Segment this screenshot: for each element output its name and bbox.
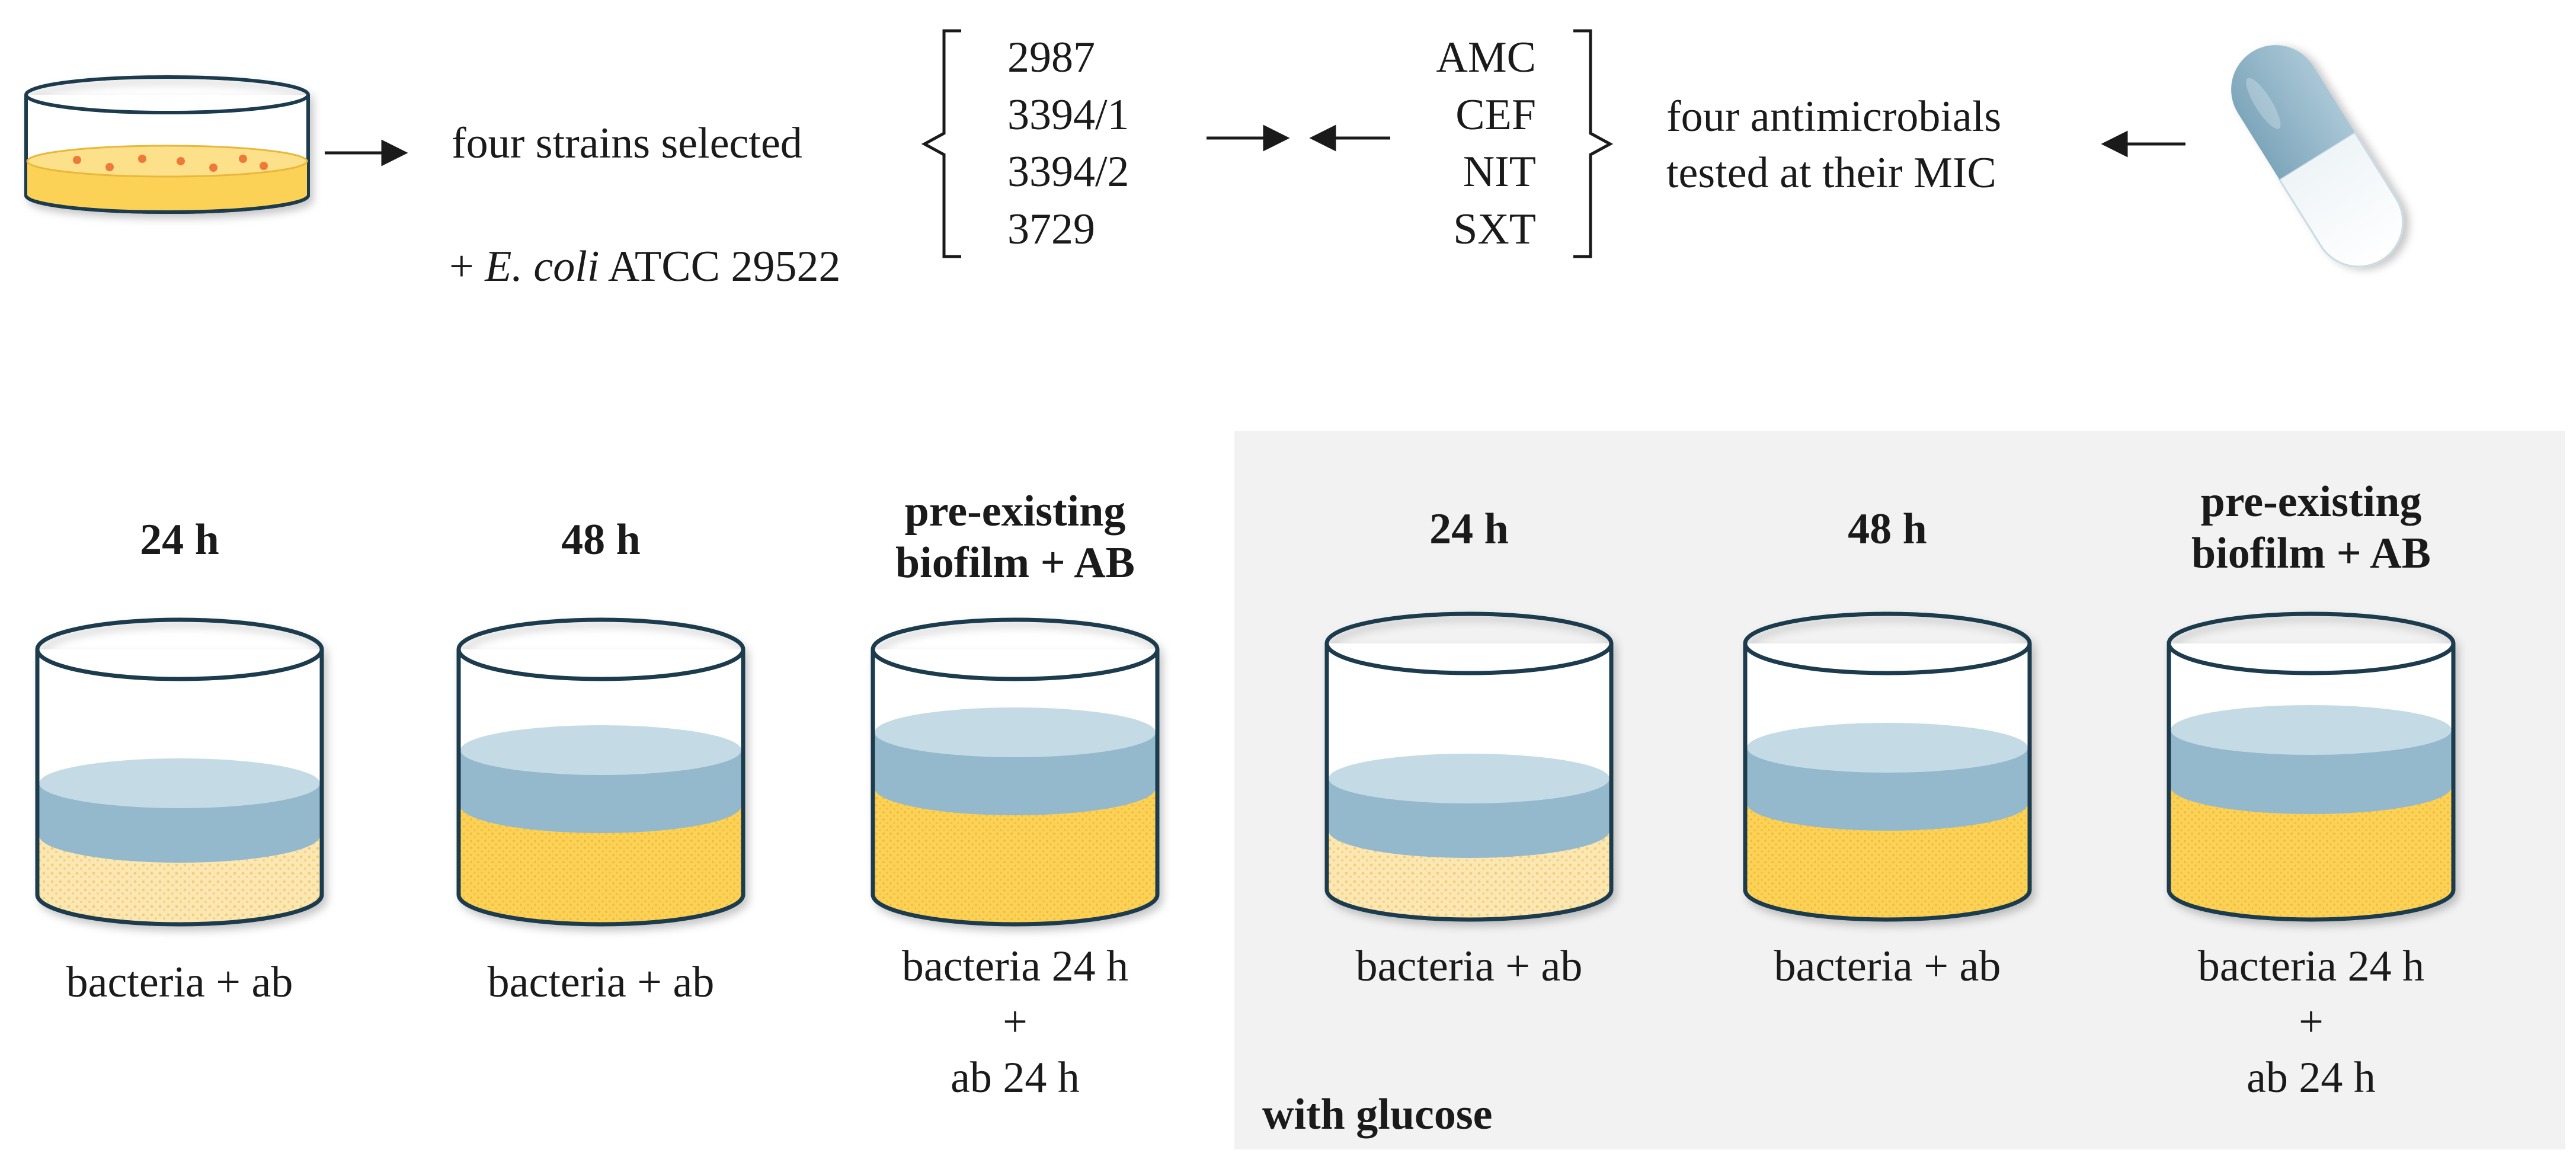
with-glucose-label: with glucose — [1262, 1090, 1493, 1139]
strains-bracket — [921, 29, 961, 258]
petri-dish-icon — [24, 75, 310, 214]
control-species: E. coli — [485, 242, 600, 291]
condition-title-line: 24 h — [140, 515, 219, 564]
antimicrobial-0: AMC — [1436, 33, 1536, 82]
antimicrobials-label-line-2: tested at their MIC — [1666, 149, 1996, 197]
strain-1: 3394/1 — [1007, 91, 1129, 139]
strain-2: 3394/2 — [1007, 148, 1129, 196]
condition-title-line: 48 h — [561, 515, 641, 564]
condition-title-line: 48 h — [1848, 505, 1927, 553]
control-suffix: ATCC 29522 — [599, 242, 841, 291]
beaker-1 — [35, 617, 324, 927]
condition-caption-line: + — [2299, 997, 2324, 1046]
capsule-icon — [2231, 45, 2404, 268]
strains-label: four strains selected — [452, 119, 802, 168]
antimicrobials-label-line-1: four antimicrobials — [1666, 92, 2002, 141]
condition-caption-line: bacteria 24 h — [2197, 942, 2425, 991]
condition-caption-line: bacteria + ab — [1355, 942, 1583, 991]
beakers — [35, 611, 2456, 927]
bacterial-colonies — [73, 155, 268, 172]
condition-title-line: 24 h — [1429, 505, 1509, 553]
condition-caption-line: + — [1003, 997, 1028, 1046]
condition-title-line: biofilm + AB — [895, 539, 1135, 588]
beaker-2 — [456, 617, 745, 927]
antimicrobial-1: CEF — [1455, 91, 1536, 139]
antimicrobials-bracket — [1573, 29, 1614, 258]
condition-caption-line: bacteria + ab — [66, 958, 293, 1007]
condition-caption-4: bacteria + ab — [1232, 939, 1706, 995]
condition-caption-3: bacteria 24 h + ab 24 h — [778, 939, 1252, 1106]
beaker-6 — [2167, 611, 2456, 922]
condition-title-line: pre-existing — [2200, 478, 2422, 526]
beaker-5 — [1743, 611, 2032, 922]
condition-caption-2: bacteria + ab — [364, 955, 838, 1011]
condition-caption-line: ab 24 h — [951, 1053, 1080, 1102]
condition-caption-line: bacteria 24 h — [901, 942, 1129, 991]
control-strain-label: + E. coli ATCC 29522 — [449, 245, 840, 289]
condition-caption-6: bacteria 24 h + ab 24 h — [2074, 939, 2548, 1106]
condition-title-5: 48 h — [1650, 504, 2124, 555]
condition-caption-1: bacteria + ab — [0, 955, 417, 1011]
strain-3: 3729 — [1007, 205, 1095, 254]
condition-caption-line: bacteria + ab — [1774, 942, 2001, 991]
beaker-4 — [1324, 611, 1614, 922]
beaker-3 — [871, 617, 1160, 927]
antimicrobial-3: SXT — [1453, 205, 1536, 254]
condition-title-4: 24 h — [1232, 504, 1706, 555]
antimicrobial-2: NIT — [1463, 148, 1536, 196]
condition-title-line: pre-existing — [904, 487, 1126, 536]
condition-title-2: 48 h — [364, 514, 838, 566]
condition-title-1: 24 h — [0, 514, 417, 566]
control-prefix: + — [449, 242, 485, 291]
condition-title-line: biofilm + AB — [2191, 529, 2431, 578]
condition-caption-line: bacteria + ab — [487, 958, 715, 1007]
condition-caption-line: ab 24 h — [2247, 1053, 2376, 1102]
condition-caption-5: bacteria + ab — [1650, 939, 2124, 995]
strain-0: 2987 — [1007, 33, 1095, 82]
